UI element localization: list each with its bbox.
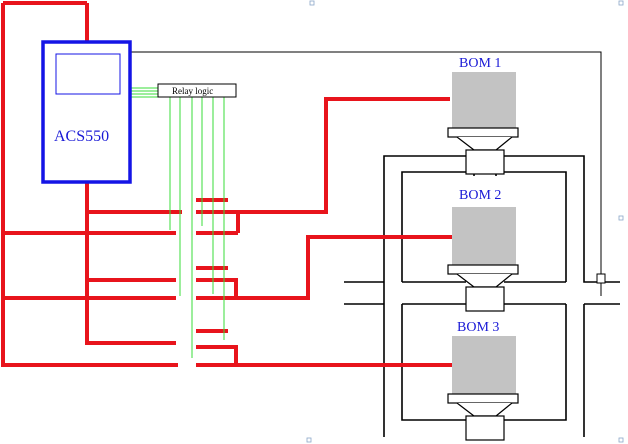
power-wiring bbox=[1, 1, 452, 367]
relay-logic-box: Relay logic bbox=[157, 83, 237, 98]
selection-handles bbox=[306, 0, 624, 443]
drive-output bbox=[85, 182, 176, 345]
pump-2-motor bbox=[452, 207, 516, 265]
relay-control-wires bbox=[130, 87, 225, 358]
pump-2-base bbox=[447, 264, 519, 275]
contactor-2a-out bbox=[196, 278, 238, 298]
pump-1-body bbox=[465, 149, 505, 175]
pump-3-base bbox=[447, 393, 519, 404]
contactor-2-common bbox=[236, 235, 452, 300]
contactor-3a-out bbox=[196, 345, 238, 365]
pressure-sensor bbox=[596, 273, 606, 284]
pump-1-base bbox=[447, 127, 519, 138]
pump-3: BOM 3 bbox=[447, 320, 519, 441]
pump-2-body bbox=[465, 286, 505, 312]
drive-unit: ACS550 bbox=[41, 40, 132, 184]
feedback-wire bbox=[130, 51, 602, 274]
pump-3-coupling bbox=[456, 402, 513, 417]
pump-2-coupling bbox=[456, 273, 513, 288]
pump-1-motor bbox=[452, 72, 516, 128]
relay-box-frame bbox=[157, 83, 237, 98]
pump-2-label: BOM 2 bbox=[459, 188, 501, 203]
control-line bbox=[130, 51, 606, 296]
drive-label: ACS550 bbox=[54, 128, 109, 145]
pump-3-body bbox=[465, 415, 505, 441]
relay-label: Relay logic bbox=[172, 86, 213, 96]
pump-1-coupling bbox=[456, 136, 513, 151]
pump-2: BOM 2 bbox=[447, 188, 519, 312]
contactor-1-common bbox=[228, 97, 450, 214]
pump-3-label: BOM 3 bbox=[457, 320, 499, 335]
pump-3-motor bbox=[452, 336, 516, 394]
drive-display bbox=[55, 53, 121, 95]
pipe-upper-outer bbox=[383, 155, 620, 437]
supply-top bbox=[1, 3, 178, 367]
pump-1: BOM 1 bbox=[447, 56, 519, 175]
pump-1-label: BOM 1 bbox=[459, 56, 501, 71]
